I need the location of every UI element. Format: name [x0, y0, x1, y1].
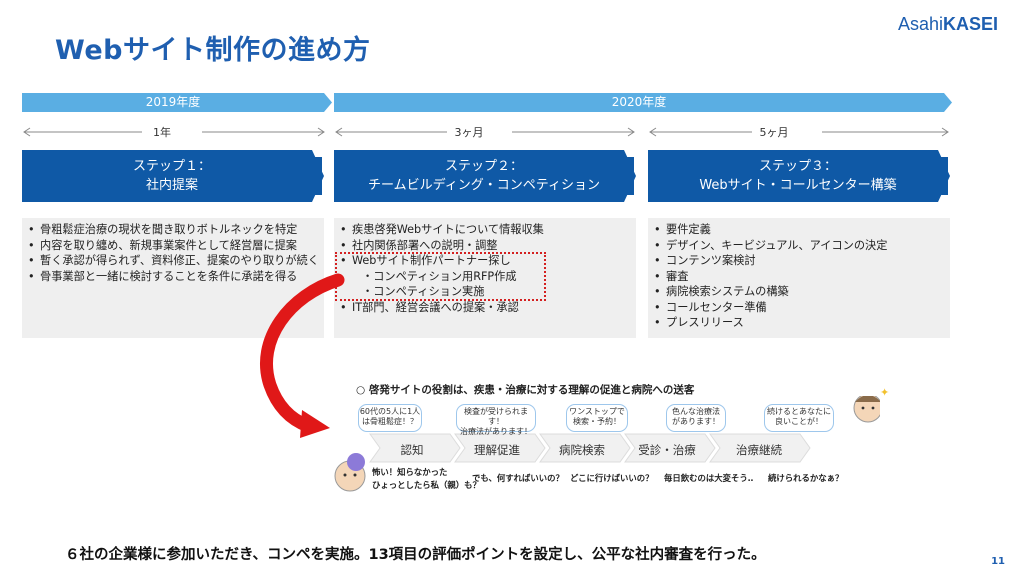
- bubble-line: 検索・予約！: [573, 417, 621, 426]
- speech-bubble: 色んな治療法があります！: [666, 404, 726, 432]
- list-item: 骨事業部と一緒に検討することを条件に承諾を得る: [26, 269, 324, 285]
- bubble-line: 良いことが！: [775, 417, 823, 426]
- concern-text: でも、何すればいいの？: [472, 473, 564, 483]
- list-item: コンテンツ案検討: [652, 253, 950, 269]
- duration-3: 5ヶ月: [759, 126, 789, 139]
- concern-line: 怖い！知らなかった: [372, 467, 448, 477]
- bubble-line: 続けるとあなたに: [767, 407, 831, 416]
- concern-text: 続けられるかなぁ？: [768, 473, 844, 483]
- sub-item: ・コンペティション実施: [362, 285, 485, 298]
- concern-text: 毎日飲むのは大変そう‥: [664, 473, 754, 483]
- step-3-name: Webサイト・コールセンター構築: [699, 178, 897, 193]
- stage-label: 治療継続: [736, 443, 782, 457]
- list-item: 病院検索システムの構築: [652, 284, 950, 300]
- highlight-dotted-box: [335, 252, 546, 301]
- bubble-line: 60代の5人に1人: [359, 407, 421, 416]
- list-item: 審査: [652, 269, 950, 285]
- list-item: コールセンター準備: [652, 300, 950, 316]
- flow-graphics: [334, 396, 880, 492]
- duration-arrows: [23, 127, 949, 137]
- lightbulb-icon: ✦: [880, 386, 890, 399]
- bubble-line: は骨粗鬆症！？: [362, 417, 418, 426]
- step-1-panel: 骨粗鬆症治療の現状を聞き取りボトルネックを特定 内容を取り纏め、新規事業案件とし…: [22, 218, 324, 338]
- year-bar-2019: [22, 93, 332, 112]
- page-title: Webサイト制作の進め方: [55, 35, 371, 66]
- speech-bubble: 60代の5人に1人は骨粗鬆症！？: [358, 404, 422, 432]
- step-1: ステップ１： 社内提案: [22, 157, 322, 195]
- concern-line: ひょっとしたら私（親）も？: [372, 480, 481, 490]
- person-left-icon: [334, 453, 366, 492]
- step-3-heading: ステップ３：: [758, 159, 837, 174]
- sub-item: ・コンペティション用RFP作成: [362, 269, 517, 283]
- speech-bubble: 続けるとあなたに良いことが！: [764, 404, 834, 432]
- bubble-line: ワンストップで: [569, 407, 625, 416]
- step-2-panel: 疾患啓発Webサイトについて情報収集 社内関係部署への説明・調整 Webサイト制…: [334, 218, 636, 338]
- bubble-line: 色んな治療法: [672, 407, 720, 416]
- year-bar-2020: [334, 93, 952, 112]
- step-2-name: チームビルディング・コンペティション: [368, 178, 600, 193]
- curved-arrow-icon: [260, 273, 345, 438]
- person-right-icon: [853, 396, 880, 423]
- list-item: 暫く承認が得られず、資料修正、提案のやり取りが続く: [26, 253, 324, 269]
- concern-text: どこに行けばいいの？: [570, 473, 654, 483]
- list-item: Webサイト制作パートナー探し: [338, 253, 636, 269]
- step-1-name: 社内提案: [145, 178, 198, 193]
- step-2-heading: ステップ２：: [444, 159, 523, 174]
- stage-label: 理解促進: [474, 443, 520, 457]
- page-number: 11: [991, 556, 1005, 567]
- stage-label: 認知: [400, 443, 424, 457]
- bubble-line: 治療法があります！: [460, 427, 532, 436]
- duration-1: 1年: [153, 126, 171, 139]
- summary-text: ６社の企業様に参加いただき、コンペを実施。13項目の評価ポイントを設定し、公平な…: [65, 547, 766, 563]
- list-item: 社内関係部署への説明・調整: [338, 238, 636, 254]
- concern-text: 怖い！知らなかったひょっとしたら私（親）も？: [372, 466, 481, 492]
- speech-bubble: ワンストップで検索・予約！: [566, 404, 628, 432]
- company-logo: AsahiKASEI: [897, 14, 998, 34]
- step-2: ステップ２： チームビルディング・コンペティション: [334, 157, 634, 195]
- duration-2: 3ヶ月: [454, 126, 484, 139]
- step-3-panel: 要件定義 デザイン、キービジュアル、アイコンの決定 コンテンツ案検討 審査 病院…: [648, 218, 950, 338]
- year-label-2019: 2019年度: [145, 95, 201, 109]
- year-label-2020: 2020年度: [611, 95, 667, 109]
- stage-label: 受診・治療: [638, 443, 696, 457]
- list-item: IT部門、経営会議への提案・承認: [338, 300, 636, 316]
- list-item: 疾患啓発Webサイトについて情報収集: [338, 222, 636, 238]
- list-item: 要件定義: [652, 222, 950, 238]
- list-item: 骨粗鬆症治療の現状を聞き取りボトルネックを特定: [26, 222, 324, 238]
- step-1-heading: ステップ１：: [132, 159, 211, 174]
- bubble-line: があります！: [672, 417, 720, 426]
- list-item: デザイン、キービジュアル、アイコンの決定: [652, 238, 950, 254]
- bubble-line: 検査が受けられます！: [464, 407, 528, 426]
- flow-title: ○ 啓発サイトの役割は、疾患・治療に対する理解の促進と病院への送客: [356, 384, 695, 396]
- stage-label: 病院検索: [559, 443, 605, 457]
- step-3: ステップ３： Webサイト・コールセンター構築: [648, 157, 948, 195]
- speech-bubble: 検査が受けられます！治療法があります！: [456, 404, 536, 436]
- list-item: プレスリリース: [652, 315, 950, 331]
- list-item: 内容を取り纏め、新規事業案件として経営層に提案: [26, 238, 324, 254]
